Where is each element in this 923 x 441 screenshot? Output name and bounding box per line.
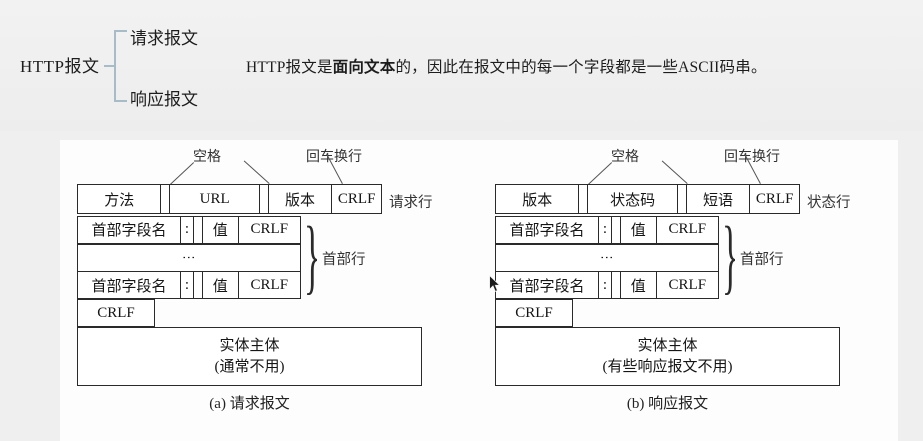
cell-url: URL: [170, 185, 260, 213]
cell-crlf: CRLF: [250, 221, 289, 237]
cell-crlf: CRLF: [250, 276, 289, 293]
entity-body-note: (通常不用): [214, 358, 285, 375]
intro-sentence-after: 的，因此在报文中的每一个字段都是一些ASCII码串。: [395, 59, 767, 76]
annotation-space-label: 空格: [193, 150, 221, 165]
cell-space-separator-2: [260, 185, 269, 213]
cell-header-field-name: 首部字段名: [78, 272, 182, 298]
request-line-side-label: 请求行: [389, 195, 433, 211]
header-field-row: 首部字段名 : 值 CRLF: [495, 271, 719, 299]
entity-body-box: 实体主体 (有些响应报文不用): [495, 327, 840, 386]
header-field-row: 首部字段名 : 值 CRLF: [77, 271, 301, 299]
entity-body-note: (有些响应报文不用): [602, 358, 733, 375]
cell-status-code: 状态码: [588, 185, 678, 213]
header-rows-brace-icon: }: [304, 216, 317, 299]
tree-child-request-message: 请求报文: [130, 29, 198, 48]
empty-line-row: CRLF: [77, 299, 155, 327]
cell-space-separator-1: [161, 185, 171, 213]
cell-header-value: 值: [203, 272, 239, 298]
cell-header-value: 值: [621, 272, 657, 298]
cell-space-separator-3: [612, 216, 621, 243]
intro-sentence-before: HTTP报文是: [246, 59, 333, 76]
leader-line-space-2: [243, 160, 270, 184]
tree-root-label: HTTP报文: [20, 57, 100, 76]
cell-version: 版本: [496, 185, 580, 213]
cell-colon: :: [181, 216, 194, 243]
header-rows-label: 首部行: [322, 252, 366, 268]
header-rows-brace-icon: }: [722, 216, 735, 299]
annotation-crlf-label: 回车换行: [724, 150, 780, 165]
ellipsis-vertical: ⋮: [181, 250, 197, 263]
cell-space-separator-2: [678, 185, 687, 213]
cell-colon: :: [599, 272, 612, 298]
cell-colon: :: [181, 272, 194, 298]
cell-space-separator-3: [194, 272, 203, 298]
status-line-side-label: 状态行: [807, 195, 851, 211]
header-rows-ellipsis-row: ⋮: [495, 243, 719, 272]
ellipsis-vertical: ⋮: [599, 250, 615, 263]
cell-header-field-name: 首部字段名: [496, 216, 600, 243]
cell-crlf: CRLF: [515, 304, 553, 321]
entity-body-title: 实体主体: [219, 338, 280, 355]
cell-reason-phrase: 短语: [687, 185, 751, 213]
cell-colon: :: [599, 216, 612, 243]
intro-sentence: HTTP报文是面向文本的，因此在报文中的每一个字段都是一些ASCII码串。: [246, 55, 767, 77]
header-field-row: 首部字段名 : 值 CRLF: [77, 215, 301, 244]
cell-space-separator-3: [612, 272, 621, 298]
empty-line-row: CRLF: [495, 299, 573, 327]
intro-sentence-emphasis: 面向文本: [332, 59, 396, 76]
diagram-request-message: 空格 回车换行 方法 URL 版本 CRLF 请求行 首部字段名 : 值 CRL…: [66, 140, 466, 441]
entity-body-title: 实体主体: [637, 338, 698, 355]
header-rows-ellipsis-row: ⋮: [77, 243, 301, 272]
entity-body-box: 实体主体 (通常不用): [77, 327, 422, 386]
cell-crlf: CRLF: [97, 304, 135, 321]
cell-space-separator-1: [579, 185, 589, 213]
annotation-crlf-label: 回车换行: [306, 150, 362, 165]
cell-crlf: CRLF: [755, 190, 794, 207]
top-text-region: HTTP报文 请求报文 响应报文 HTTP报文是面向文本的，因此在报文中的每一个…: [0, 0, 923, 131]
cell-crlf: CRLF: [668, 276, 707, 293]
cell-header-value: 值: [621, 216, 657, 243]
annotation-space-label: 空格: [611, 150, 639, 165]
header-rows-label: 首部行: [740, 252, 784, 268]
cell-header-value: 值: [203, 216, 239, 243]
cell-method: 方法: [78, 185, 162, 213]
leader-line-space-1: [170, 162, 195, 185]
cell-crlf: CRLF: [337, 190, 376, 207]
figure-caption-b: (b) 响应报文: [626, 396, 709, 412]
figure-caption-a: (a) 请求报文: [209, 396, 290, 412]
leader-line-space-1: [588, 162, 613, 185]
cell-space-separator-3: [194, 216, 203, 243]
header-field-row: 首部字段名 : 值 CRLF: [495, 215, 719, 244]
cell-crlf: CRLF: [668, 221, 707, 237]
diagram-response-message: 空格 回车换行 版本 状态码 短语 CRLF 状态行 首部字段名 : 值 CRL…: [484, 140, 884, 441]
cell-header-field-name: 首部字段名: [78, 216, 182, 243]
status-line-row: 版本 状态码 短语 CRLF: [495, 184, 800, 214]
cell-version: 版本: [269, 185, 333, 213]
leader-line-space-2: [661, 160, 688, 184]
request-line-row: 方法 URL 版本 CRLF: [77, 184, 382, 214]
tree-brace-icon: [104, 30, 127, 102]
cell-header-field-name: 首部字段名: [496, 272, 600, 298]
figure-panel: 空格 回车换行 方法 URL 版本 CRLF 请求行 首部字段名 : 值 CRL…: [60, 140, 898, 441]
tree-child-response-message: 响应报文: [130, 90, 198, 109]
